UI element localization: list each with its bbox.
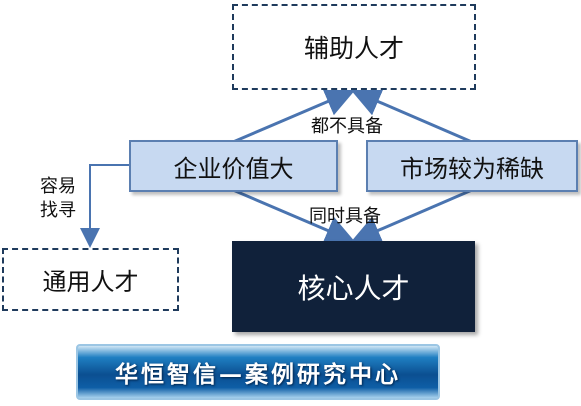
source-banner: 华恒智信—案例研究中心	[76, 344, 440, 400]
arrow-scarce-to-aux	[350, 87, 473, 144]
enterprise-value-label: 企业价值大	[173, 154, 294, 183]
arrow-value-to-aux	[232, 87, 356, 144]
edge-label-both: 同时具备	[309, 206, 381, 227]
general-talent-node: 通用人才	[2, 248, 179, 311]
arrow-value-to-core	[232, 188, 356, 245]
market-scarce-node: 市场较为稀缺	[366, 140, 578, 192]
market-scarce-label: 市场较为稀缺	[400, 154, 544, 183]
auxiliary-talent-node: 辅助人才	[232, 4, 476, 90]
general-talent-label: 通用人才	[42, 268, 139, 296]
core-talent-label: 核心人才	[297, 271, 410, 305]
edge-label-easy-find: 容易找寻	[40, 176, 76, 221]
edge-label-neither: 都不具备	[311, 116, 383, 137]
arrow-value-to-general	[80, 164, 129, 248]
enterprise-value-node: 企业价值大	[129, 140, 338, 192]
core-talent-node: 核心人才	[232, 241, 475, 332]
auxiliary-talent-label: 辅助人才	[303, 34, 404, 63]
source-banner-text: 华恒智信—案例研究中心	[115, 361, 401, 388]
arrow-scarce-to-core	[350, 188, 473, 245]
